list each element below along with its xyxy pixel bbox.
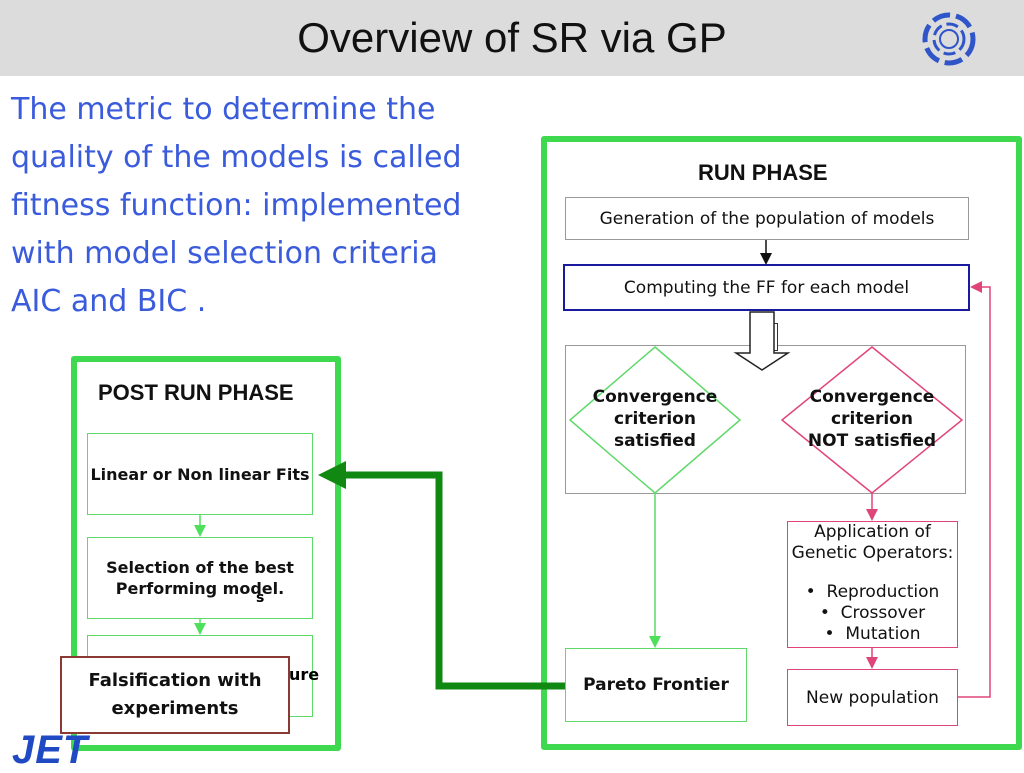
intro-line: AIC and BIC . [11, 284, 207, 319]
stray-text: s [256, 590, 265, 606]
model-selection-box: Selection of the best Performing model. [87, 537, 313, 619]
falsification-line: Falsification with [88, 670, 262, 691]
selection-line: Selection of the best [106, 558, 294, 577]
post-run-phase-title: POST RUN PHASE [98, 380, 294, 405]
selection-line: Performing model. [115, 579, 285, 598]
operators-heading-line: Genetic Operators: [791, 543, 954, 563]
falsification-box: Falsification with experiments [60, 656, 290, 734]
loop-back-arrow [958, 281, 991, 698]
intro-line: quality of the models is called [11, 140, 462, 175]
generation-label: Generation of the population of models [599, 208, 935, 229]
intro-text: The metric to determine the quality of t… [11, 86, 511, 326]
generation-box: Generation of the population of models [565, 197, 969, 240]
converged-label: Convergence criterion satisfied [592, 387, 718, 451]
operator-item: • Reproduction [805, 582, 940, 602]
not-converged-label: Convergence criterion NOT satisfied [807, 387, 937, 451]
partial-label: ure [289, 665, 320, 684]
fits-box: Linear or Non linear Fits [87, 433, 313, 515]
operator-item: • Mutation [824, 624, 921, 644]
genetic-operators-box [787, 521, 958, 648]
jet-logo: JET [12, 728, 89, 772]
computing-ff-box: Computing the FF for each model [563, 264, 970, 311]
pareto-to-fits-arrow [342, 471, 565, 690]
falsification-line: experiments [111, 698, 239, 719]
pareto-frontier-label: Pareto Frontier [583, 675, 729, 695]
pareto-to-fits-arrowhead [318, 461, 346, 489]
operators-heading-line: Application of [814, 522, 931, 542]
block-arrow-down-icon [733, 311, 791, 371]
pareto-frontier-box: Pareto Frontier [565, 648, 747, 722]
genetic-operators-text: Application of Genetic Operators: • Repr… [787, 522, 958, 645]
new-population-label: New population [806, 687, 939, 708]
run-phase-title: RUN PHASE [698, 160, 828, 185]
institution-logo-icon [922, 12, 976, 66]
new-population-box: New population [787, 669, 958, 726]
operator-item: • Crossover [819, 603, 926, 623]
computing-ff-label: Computing the FF for each model [623, 277, 910, 298]
intro-line: with model selection criteria [11, 236, 438, 271]
intro-line: The metric to determine the [11, 92, 436, 127]
intro-line: fitness function: implemented [11, 188, 462, 223]
fits-label: Linear or Non linear Fits [90, 464, 310, 484]
header-bar: Overview of SR via GP [0, 0, 1024, 76]
page-title: Overview of SR via GP [297, 14, 727, 61]
